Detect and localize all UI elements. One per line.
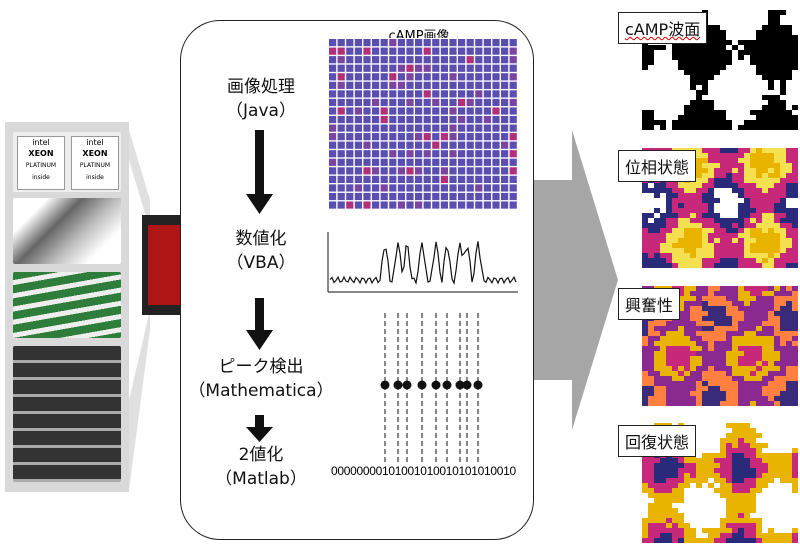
output-label-recovery: 回復状態: [618, 425, 697, 457]
camp-image-title: cAMP画像: [388, 29, 450, 44]
step-label: ピーク検出: [218, 357, 304, 377]
cpu-model: XEON: [28, 149, 54, 158]
cpu-tier: PLATINUM: [25, 162, 57, 169]
step-label: 数値化: [235, 229, 287, 249]
hdd-image: [13, 346, 121, 482]
label-text: cAMP波面: [625, 20, 701, 39]
binary-string: 00000000101001010010101010010: [331, 464, 516, 478]
label-text: 位相状態: [625, 158, 690, 177]
step-tool: （Mathematica）: [188, 381, 334, 401]
step-peak-detection: ピーク検出 （Mathematica）: [181, 355, 341, 403]
gpu-image: [13, 198, 121, 264]
cpu-inside: inside: [32, 174, 50, 181]
output-arrow: [532, 130, 618, 430]
output-label-phase: 位相状態: [618, 150, 697, 182]
step-tool: （Java）: [226, 101, 296, 121]
cpu-brand: intel: [32, 138, 50, 147]
step-digitize: 数値化 （VBA）: [181, 227, 341, 275]
output-label-excitability: 興奮性: [618, 288, 681, 320]
label-text: 回復状態: [625, 433, 690, 452]
step-label: 画像処理: [227, 77, 295, 97]
cpu-tier: PLATINUM: [79, 162, 111, 169]
cpu-model: XEON: [82, 149, 108, 158]
output-label-wavefront: cAMP波面: [618, 12, 708, 44]
step-label: 2値化: [238, 445, 284, 465]
step-tool: （Matlab）: [215, 469, 307, 489]
step-image-processing: 画像処理 （Java）: [181, 75, 341, 123]
step-binarize: 2値化 （Matlab）: [181, 443, 341, 491]
pipeline-frame: 画像処理 （Java） 数値化 （VBA） ピーク検出 （Mathematica…: [180, 20, 534, 540]
step-tool: （VBA）: [226, 253, 296, 273]
cpu-brand: intel: [86, 138, 104, 147]
memory-image: [13, 272, 121, 338]
label-text: 興奮性: [625, 296, 674, 315]
cpu-inside: inside: [86, 174, 104, 181]
